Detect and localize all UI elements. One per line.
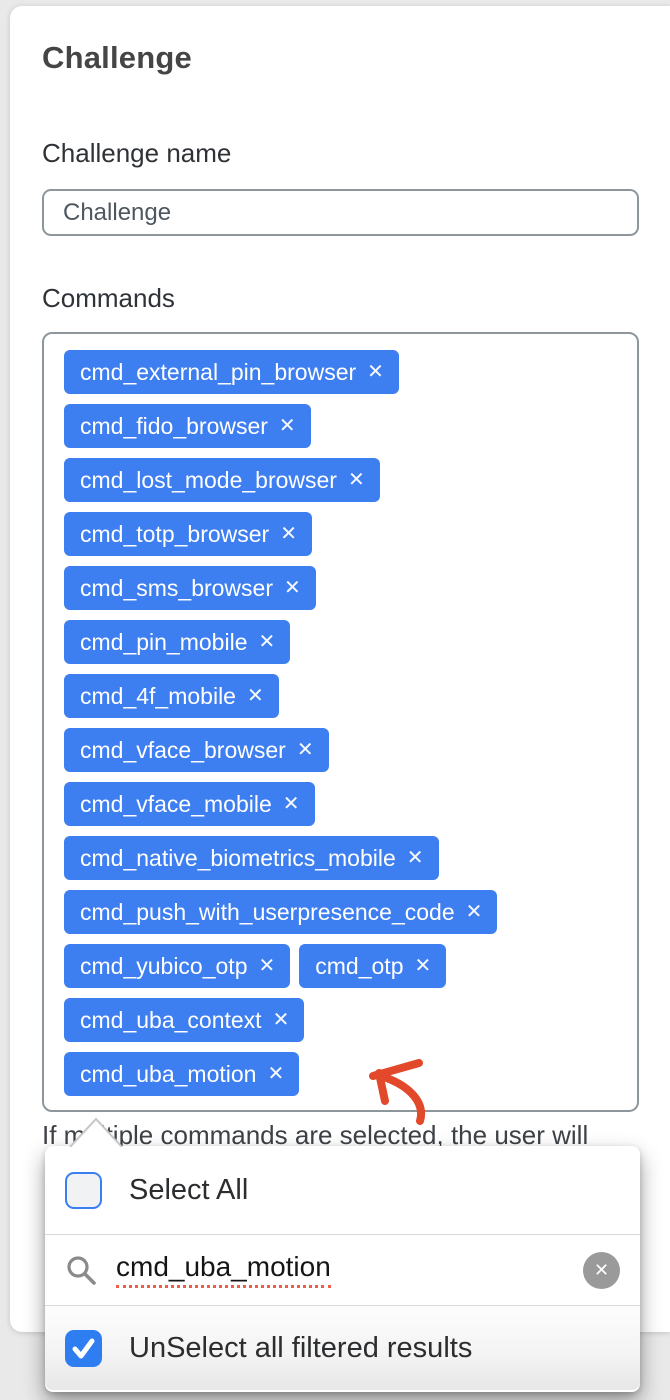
command-chip[interactable]: cmd_fido_browser ✕ xyxy=(64,404,311,448)
chip-remove-icon[interactable]: ✕ xyxy=(280,523,297,545)
chip-label: cmd_otp xyxy=(315,952,404,979)
chip-remove-icon[interactable]: ✕ xyxy=(284,577,301,599)
dropdown-caret xyxy=(69,1117,123,1147)
commands-dropdown: Select All cmd_uba_motion ✕ UnSelect all… xyxy=(45,1146,640,1392)
chip-label: cmd_external_pin_browser xyxy=(80,358,357,385)
chip-row: cmd_external_pin_browser ✕ xyxy=(64,350,619,394)
chip-remove-icon[interactable]: ✕ xyxy=(258,955,276,977)
annotation-arrow-icon xyxy=(369,1059,425,1125)
chip-remove-icon[interactable]: ✕ xyxy=(246,685,264,707)
chip-row: cmd_vface_mobile ✕ xyxy=(64,782,619,826)
chip-row: cmd_native_biometrics_mobile ✕ xyxy=(64,836,619,880)
chip-label: cmd_uba_motion xyxy=(80,1060,257,1087)
command-chip[interactable]: cmd_push_with_userpresence_code ✕ xyxy=(64,890,498,934)
chip-remove-icon[interactable]: ✕ xyxy=(296,739,314,761)
chip-row: cmd_sms_browser ✕ xyxy=(64,566,619,610)
command-chip[interactable]: cmd_vface_browser ✕ xyxy=(64,728,329,772)
chip-row: cmd_vface_browser ✕ xyxy=(64,728,619,772)
chip-row: cmd_totp_browser ✕ xyxy=(64,512,619,556)
chip-remove-icon[interactable]: ✕ xyxy=(278,415,296,437)
command-chip[interactable]: cmd_4f_mobile ✕ xyxy=(64,674,279,718)
command-chip[interactable]: cmd_native_biometrics_mobile ✕ xyxy=(64,836,439,880)
unselect-filtered-label: UnSelect all filtered results xyxy=(129,1331,473,1364)
chip-row: cmd_uba_motion ✕ xyxy=(64,1052,619,1096)
chip-label: cmd_native_biometrics_mobile xyxy=(80,844,396,871)
commands-label: Commands xyxy=(42,283,175,313)
helper-text: If multiple commands are selected, the u… xyxy=(42,1120,589,1150)
chip-row: cmd_fido_browser ✕ xyxy=(64,404,619,448)
command-chip[interactable]: cmd_otp ✕ xyxy=(299,944,447,988)
chip-label: cmd_yubico_otp xyxy=(80,952,248,979)
command-chip[interactable]: cmd_sms_browser ✕ xyxy=(64,566,316,610)
unselect-filtered-row[interactable]: UnSelect all filtered results xyxy=(45,1306,640,1390)
app-card: Challenge Challenge name Commands cmd_ex… xyxy=(10,6,670,1332)
command-chip[interactable]: cmd_totp_browser ✕ xyxy=(64,512,312,556)
chip-remove-icon[interactable]: ✕ xyxy=(406,847,424,869)
challenge-name-input[interactable] xyxy=(42,189,639,236)
command-chip[interactable]: cmd_uba_motion ✕ xyxy=(64,1052,300,1096)
chip-row: cmd_lost_mode_browser ✕ xyxy=(64,458,619,502)
chip-label: cmd_vface_mobile xyxy=(80,790,272,817)
chip-label: cmd_uba_context xyxy=(80,1006,262,1033)
chip-label: cmd_push_with_userpresence_code xyxy=(80,898,455,925)
unselect-filtered-checkbox[interactable] xyxy=(65,1329,102,1367)
search-row: cmd_uba_motion ✕ xyxy=(45,1235,640,1306)
select-all-checkbox[interactable] xyxy=(65,1171,102,1209)
chip-row: cmd_yubico_otp ✕ cmd_otp ✕ xyxy=(64,944,619,988)
challenge-name-label: Challenge name xyxy=(42,138,232,168)
chip-remove-icon[interactable]: ✕ xyxy=(414,955,432,977)
chip-label: cmd_fido_browser xyxy=(80,412,268,439)
search-icon xyxy=(67,1256,96,1285)
clear-search-icon: ✕ xyxy=(593,1260,610,1280)
chip-label: cmd_sms_browser xyxy=(80,574,273,601)
chip-remove-icon[interactable]: ✕ xyxy=(272,1009,290,1031)
chip-remove-icon[interactable]: ✕ xyxy=(347,469,365,491)
command-chip[interactable]: cmd_uba_context ✕ xyxy=(64,998,305,1042)
chip-remove-icon[interactable]: ✕ xyxy=(367,361,384,383)
chip-label: cmd_pin_mobile xyxy=(80,628,248,655)
chip-label: cmd_4f_mobile xyxy=(80,682,236,709)
chip-row: cmd_push_with_userpresence_code ✕ xyxy=(64,890,619,934)
chip-label: cmd_totp_browser xyxy=(80,520,270,547)
chip-row: cmd_4f_mobile ✕ xyxy=(64,674,619,718)
command-chip[interactable]: cmd_yubico_otp ✕ xyxy=(64,944,291,988)
chip-row: cmd_uba_context ✕ xyxy=(64,998,619,1042)
select-all-label: Select All xyxy=(129,1173,249,1206)
select-all-row[interactable]: Select All xyxy=(45,1146,640,1235)
chip-remove-icon[interactable]: ✕ xyxy=(267,1063,285,1085)
chip-label: cmd_vface_browser xyxy=(80,736,286,763)
chip-label: cmd_lost_mode_browser xyxy=(80,466,337,493)
commands-multiselect[interactable]: cmd_external_pin_browser ✕ cmd_fido_brows… xyxy=(42,332,639,1112)
chip-remove-icon[interactable]: ✕ xyxy=(282,793,300,815)
chip-remove-icon[interactable]: ✕ xyxy=(465,901,483,923)
chip-row: cmd_pin_mobile ✕ xyxy=(64,620,619,664)
command-chip[interactable]: cmd_vface_mobile ✕ xyxy=(64,782,315,826)
dropdown-search-input[interactable]: cmd_uba_motion xyxy=(116,1251,331,1289)
command-chip[interactable]: cmd_pin_mobile ✕ xyxy=(64,620,291,664)
clear-search-button[interactable]: ✕ xyxy=(583,1251,620,1289)
command-chip[interactable]: cmd_lost_mode_browser ✕ xyxy=(64,458,380,502)
command-chip[interactable]: cmd_external_pin_browser ✕ xyxy=(64,350,399,394)
checkmark-icon xyxy=(72,1338,95,1358)
page-title: Challenge xyxy=(42,40,192,75)
chip-remove-icon[interactable]: ✕ xyxy=(258,631,276,653)
